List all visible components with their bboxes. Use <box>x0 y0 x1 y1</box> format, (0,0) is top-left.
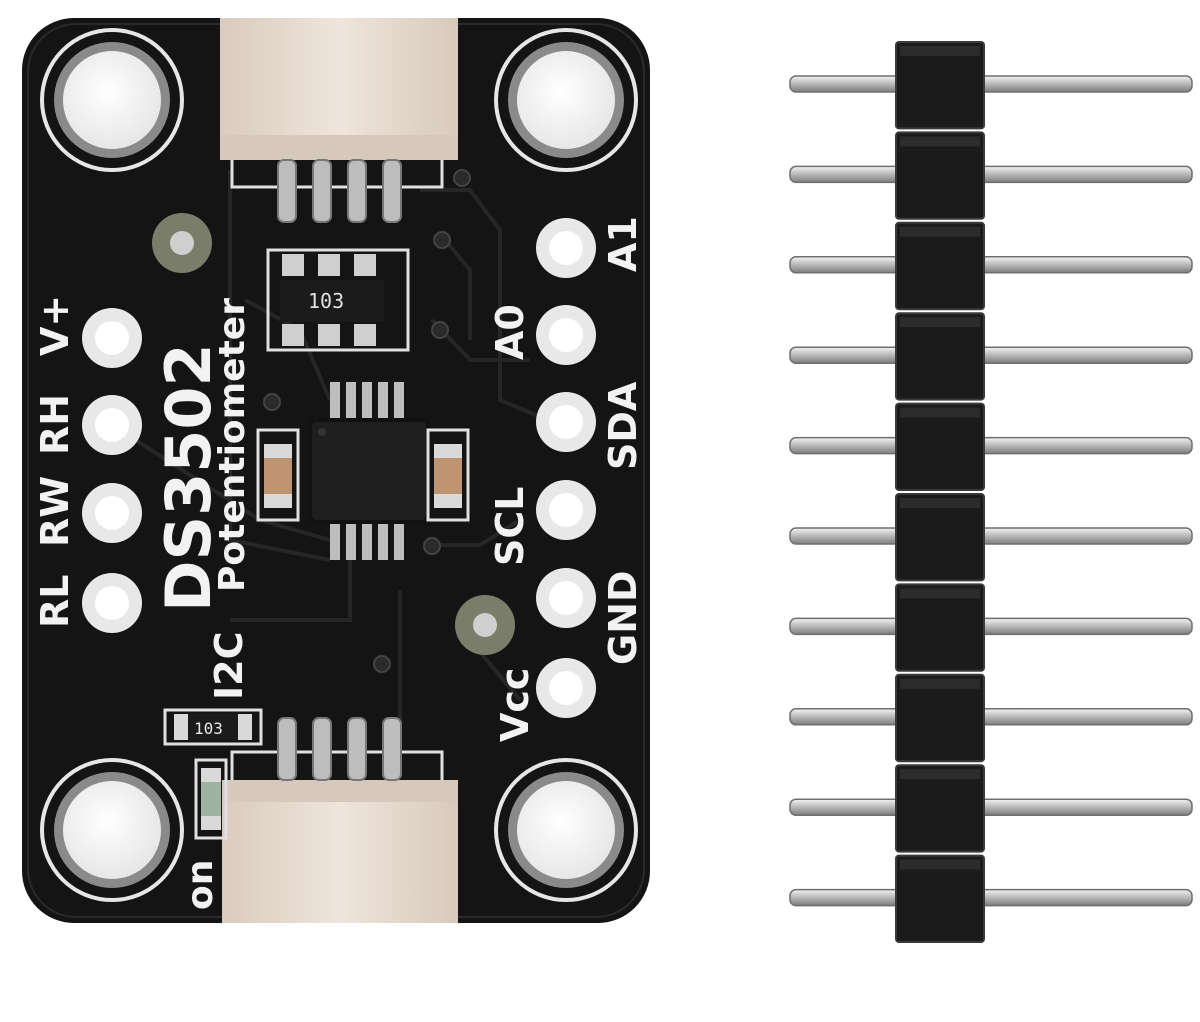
header-block-highlight <box>900 588 980 599</box>
left-pin-label-rw: RW <box>33 476 77 547</box>
header-block-highlight <box>900 859 980 870</box>
header-block-highlight <box>900 226 980 237</box>
stemma-connector-bottom <box>222 717 458 923</box>
header-pin <box>789 708 1193 726</box>
header-block <box>895 131 985 220</box>
mounting-hole <box>494 758 638 902</box>
vias <box>263 169 471 673</box>
right-pin-pads <box>536 218 596 718</box>
header-block-highlight <box>900 498 980 508</box>
ds3502-breakout-board: 103 <box>22 18 650 923</box>
smd-resistor-marking: 103 <box>194 719 223 738</box>
fiducial <box>152 213 212 273</box>
header-pins <box>789 75 1193 907</box>
right-pin-label-a0: A0 <box>488 304 532 360</box>
right-pin-label-vcc: Vcc <box>493 668 537 742</box>
resistor-network-marking: 103 <box>308 289 344 313</box>
board-title: DS3502 <box>152 343 225 612</box>
header-block <box>895 221 985 311</box>
header-pin <box>789 436 1193 455</box>
header-pin <box>789 527 1193 545</box>
ds3502-chip <box>308 382 430 560</box>
header-block-highlight <box>900 46 980 56</box>
board-subtitle: Potentiometer <box>212 298 253 592</box>
header-block <box>895 854 985 943</box>
right-pin-label-gnd: GND <box>601 570 645 665</box>
header-pin <box>789 617 1193 636</box>
header-block <box>895 312 985 401</box>
left-pin-label-rh: RH <box>33 394 77 455</box>
header-pin <box>789 75 1193 93</box>
header-block <box>895 673 985 763</box>
left-pin-label-v-plus: V+ <box>33 295 77 356</box>
resistor-network: 103 <box>266 248 410 352</box>
led-label: on <box>180 860 221 910</box>
header-block-highlight <box>900 678 980 689</box>
header-block-highlight <box>900 136 980 147</box>
right-pin-label-sda: SDA <box>601 381 645 470</box>
left-pin-pads <box>82 308 142 633</box>
mounting-hole <box>40 28 184 172</box>
header-block <box>895 41 985 130</box>
header-block <box>895 493 985 582</box>
header-pin <box>789 888 1193 907</box>
header-plastic-body <box>895 41 985 943</box>
header-block-highlight <box>900 317 980 328</box>
smd-resistor: 103 <box>163 708 263 746</box>
fiducial <box>455 595 515 655</box>
header-pin <box>789 256 1193 274</box>
header-block <box>895 583 985 672</box>
header-pin <box>789 346 1193 364</box>
board-protocol-label: I2C <box>207 632 251 700</box>
capacitor <box>426 428 470 522</box>
right-pin-label-scl: SCL <box>488 487 532 566</box>
header-block-highlight <box>900 769 980 780</box>
mounting-hole <box>494 28 638 172</box>
right-pin-label-a1: A1 <box>601 216 645 272</box>
header-block-highlight <box>900 407 980 418</box>
mounting-hole <box>40 758 184 902</box>
header-pin <box>789 798 1193 816</box>
capacitor <box>256 428 300 522</box>
header-block <box>895 402 985 492</box>
left-pin-label-rl: RL <box>33 575 77 628</box>
power-led <box>194 758 228 840</box>
header-block <box>895 764 985 853</box>
pin-header <box>789 41 1193 943</box>
stemma-connector-top <box>220 18 458 223</box>
header-pin <box>789 165 1193 184</box>
